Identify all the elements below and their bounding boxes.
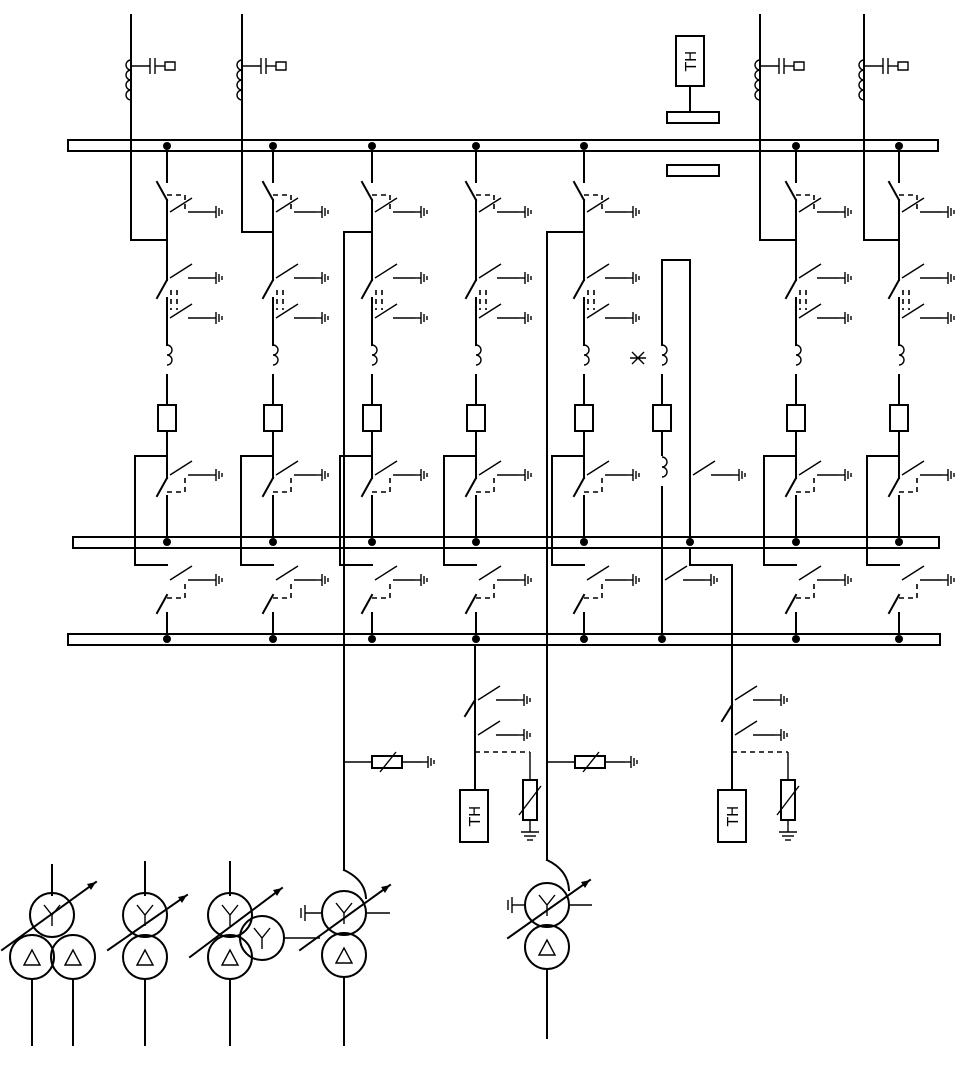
vt-box-right [718, 790, 746, 842]
bay-7 [867, 142, 954, 643]
transformer-4 [300, 870, 390, 1045]
busbar-middle [73, 537, 939, 548]
bay-6 [764, 142, 851, 643]
busbar-upper [68, 140, 938, 151]
vt-label-left: TH [466, 806, 484, 827]
busbar-lower [68, 634, 940, 645]
bay-5 [552, 142, 639, 643]
vt-box-left [460, 790, 488, 842]
bay-3 [340, 142, 427, 643]
busbar-vt-upper: TH [667, 36, 719, 176]
lower-feeders: TH TH [460, 548, 799, 842]
bay-coupler [630, 344, 745, 643]
transformer-3 [190, 862, 320, 1045]
transformer-5 [508, 860, 592, 1038]
transformer-2 [108, 862, 187, 1045]
vt-label-top: TH [682, 51, 700, 72]
bay-1 [135, 142, 222, 643]
transformer-1 [2, 865, 96, 1045]
bays [135, 142, 954, 643]
bay-2 [241, 142, 328, 643]
incoming-lines [126, 15, 908, 240]
vt-label-right: TH [724, 806, 742, 827]
transformer-feeders [344, 232, 690, 870]
transformers [2, 860, 592, 1045]
bay-4 [444, 142, 531, 643]
